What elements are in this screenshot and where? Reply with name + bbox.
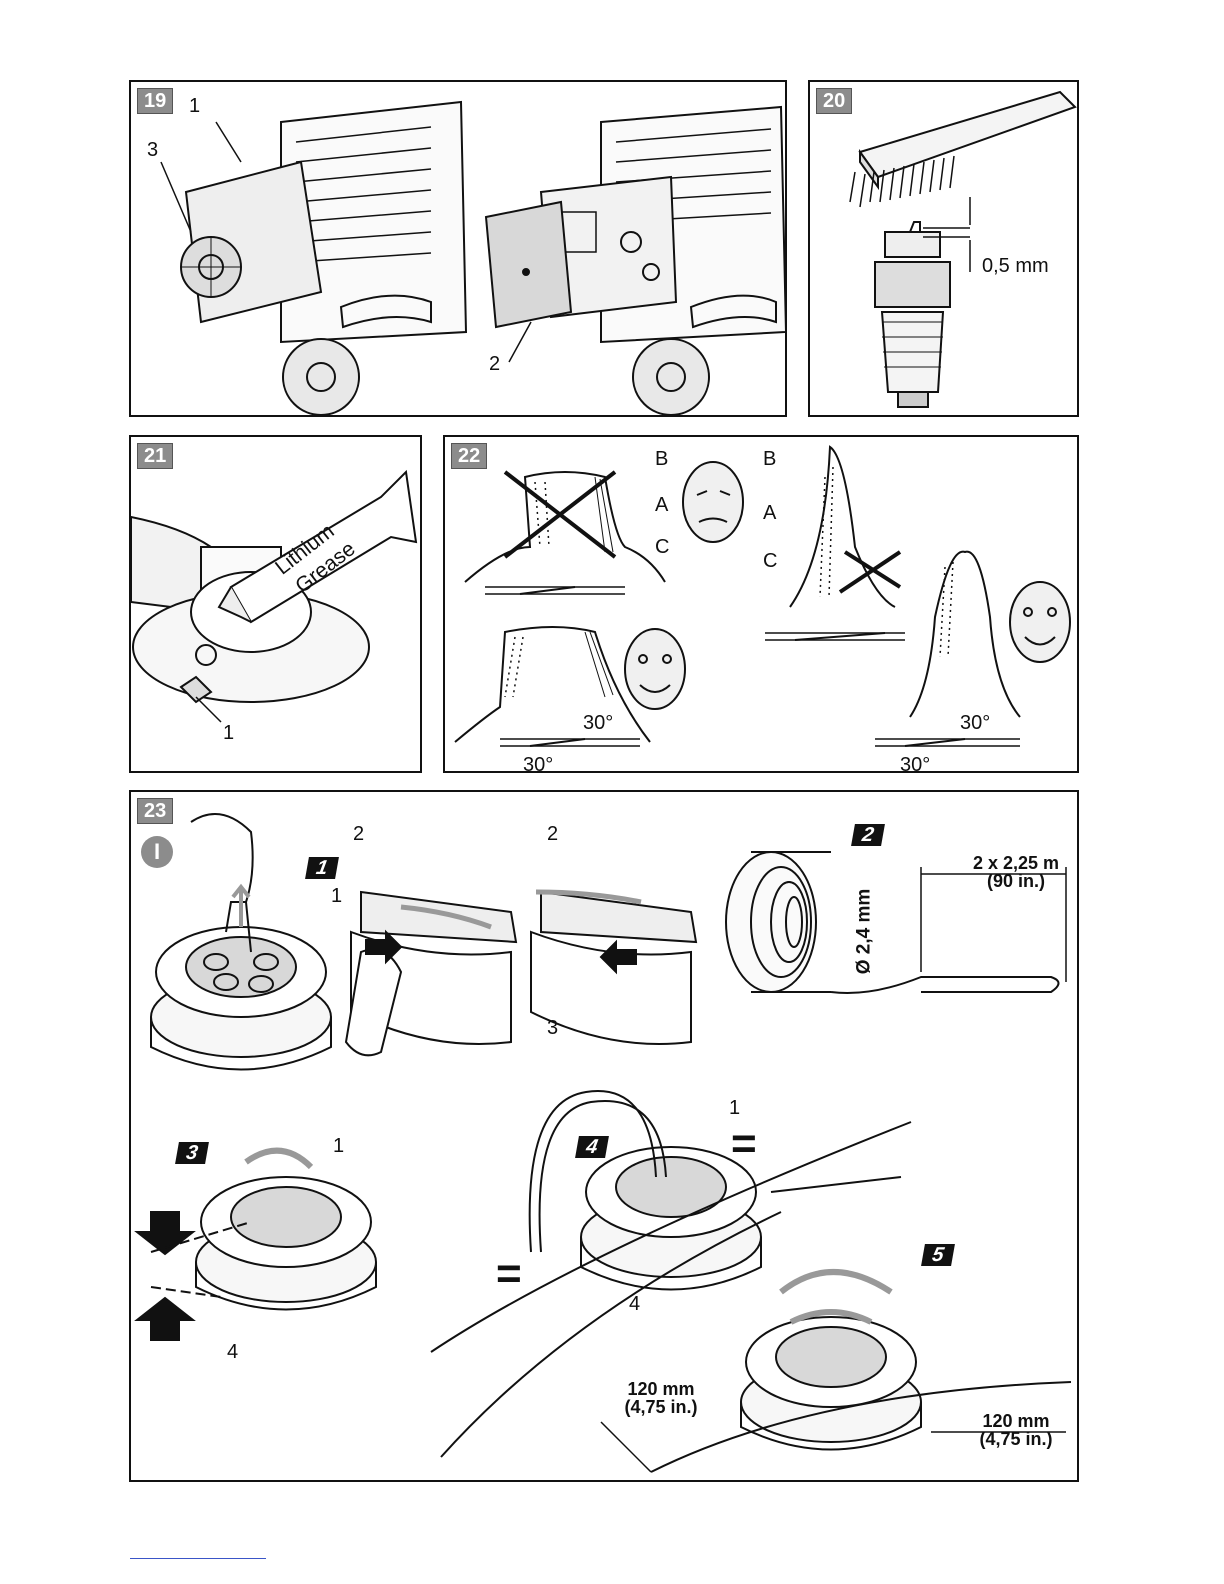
figure-22-panel: 22 B A C [443,435,1079,773]
measure-left-label: 120 mm (4,75 in.) [611,1380,711,1416]
callout-1-step3: 1 [333,1136,344,1156]
callout-1-step4: 1 [729,1098,740,1118]
angle-label-3: 30° [960,713,990,733]
callout-2: 2 [489,354,500,374]
step-4-badge: 4 [575,1136,609,1158]
callout-4-step3: 4 [227,1342,238,1362]
angle-label-4: 30° [900,755,930,773]
measure-right-imperial: (4,75 in.) [966,1430,1066,1448]
callout-2-hands-a: 2 [353,824,364,844]
label-b-wrong-2: B [763,449,776,469]
callout-2-hands-b: 2 [547,824,558,844]
label-b-wrong-1: B [655,449,668,469]
electrode-gap-label: 0,5 mm [982,256,1049,276]
figure-23-panel: 23 I [129,790,1079,1482]
figure-20-panel: 20 0,5 mm [808,80,1079,417]
step-3-badge: 3 [175,1142,209,1164]
label-c-wrong-2: C [763,551,777,571]
measure-left-imperial: (4,75 in.) [611,1398,711,1416]
measure-left-metric: 120 mm [611,1380,711,1398]
figure-21-panel: 21 Lithium Grease 1 [129,435,422,773]
engine-air-filter-illustration [131,82,787,417]
line-diameter-label: Ø 2,4 mm [854,889,873,975]
measure-right-label: 120 mm (4,75 in.) [966,1412,1066,1448]
callout-1-step1: 1 [331,886,342,906]
callout-3-hands-b: 3 [547,1018,558,1038]
step-2-badge: 2 [851,824,885,846]
footer-link-underline[interactable] [130,1558,266,1559]
line-length-imperial: (90 in.) [961,872,1071,890]
label-c-wrong-1: C [655,537,669,557]
angle-label-1: 30° [583,713,613,733]
step-1-badge: 1 [305,857,339,879]
figure-19-panel: 19 1 3 2 [129,80,787,417]
line-length-label: 2 x 2,25 m (90 in.) [961,854,1071,890]
equals-sign-left: = [496,1252,522,1296]
measure-right-metric: 120 mm [966,1412,1066,1430]
callout-4-step4: 4 [629,1294,640,1314]
callout-1: 1 [189,96,200,116]
label-a-wrong-2: A [763,503,776,523]
line-length-metric: 2 x 2,25 m [961,854,1071,872]
angle-label-2: 30° [523,755,553,773]
equals-sign-right: = [731,1122,757,1166]
label-a-wrong-1: A [655,495,668,515]
step-5-badge: 5 [921,1244,955,1266]
grease-gearbox-illustration [131,437,422,773]
spark-plug-brush-illustration [810,82,1079,417]
callout-1: 1 [223,723,234,743]
callout-3: 3 [147,140,158,160]
